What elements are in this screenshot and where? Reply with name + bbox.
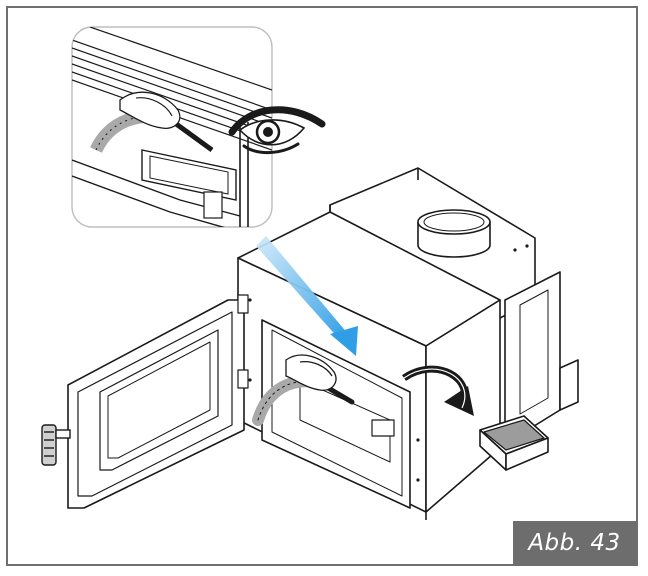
ash-pan (479, 415, 549, 471)
flue-collar (417, 209, 491, 258)
door-handle (41, 424, 71, 466)
eye-icon (228, 106, 326, 154)
curved-arrow-icon (402, 365, 474, 416)
stove-body (237, 167, 579, 520)
figure-label: Abb. 43 (513, 521, 636, 566)
open-door (67, 294, 249, 509)
view-direction-arrow (256, 236, 358, 356)
hand-main (285, 354, 337, 391)
detail-inset (71, 26, 273, 228)
